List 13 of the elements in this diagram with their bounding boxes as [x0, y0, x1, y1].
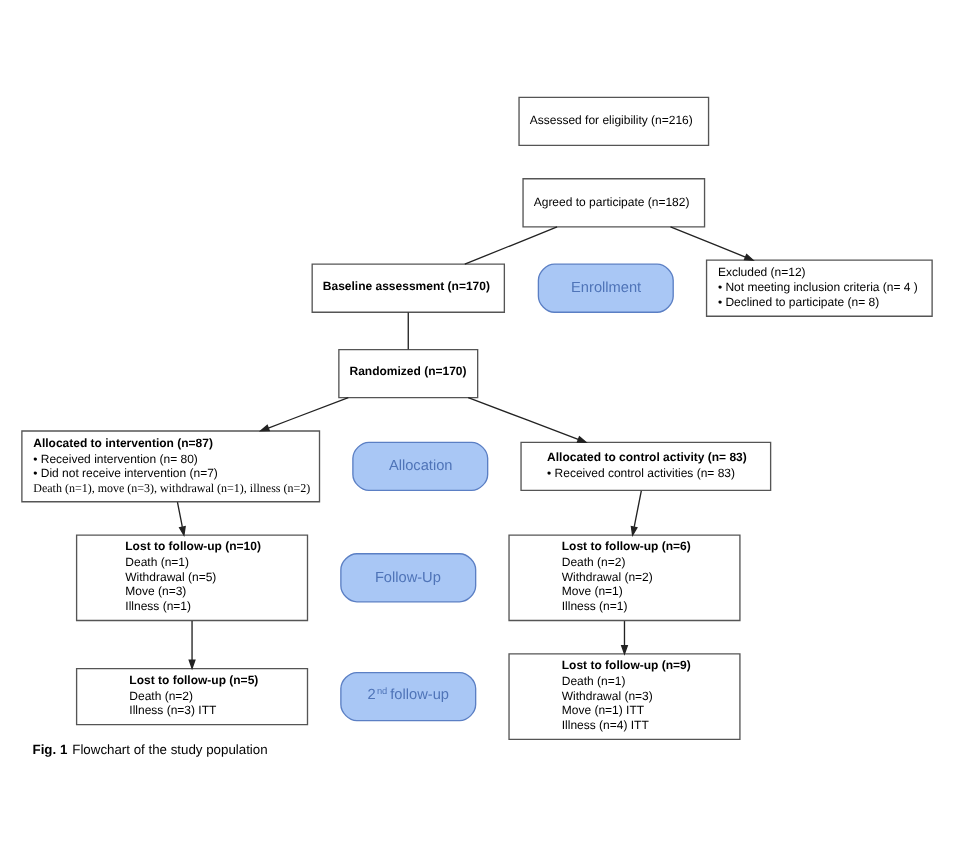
node-box: Follow-Up [340, 552, 477, 602]
node-box: 2$^{nd}$ follow-up [340, 670, 477, 721]
arrow [176, 500, 186, 537]
connector [464, 225, 558, 264]
arrow [630, 489, 642, 536]
arrow [669, 225, 755, 260]
arrow [188, 619, 196, 670]
node-box: Allocation [352, 440, 489, 491]
node-box: Enrollment [537, 262, 674, 312]
arrow [258, 396, 349, 431]
connector [407, 310, 409, 349]
arrow [467, 396, 588, 442]
arrow [620, 619, 629, 655]
